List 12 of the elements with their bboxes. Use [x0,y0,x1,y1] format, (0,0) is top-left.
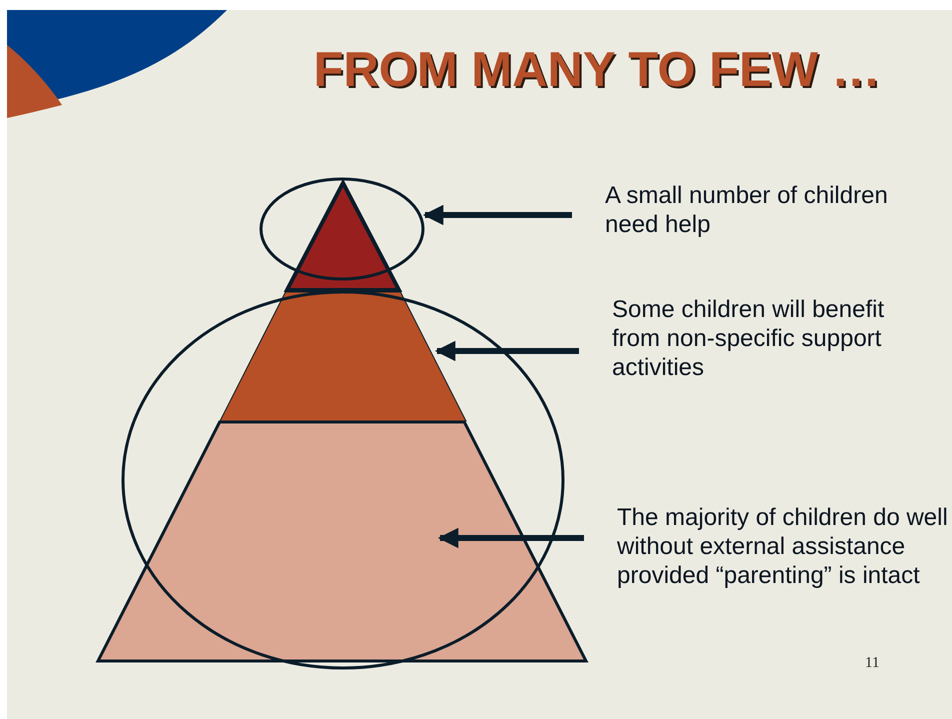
slide-title: FROM MANY TO FEW … [312,42,882,98]
arrow [422,204,572,226]
annotation-text: A small number of children need help [605,181,905,239]
highlight-ellipse [259,177,425,281]
arrow [438,528,584,548]
annotation-text: Some children will benefit from non-specific support activities [612,295,912,382]
pyramid-top-tier [284,180,402,291]
page-number: 11 [865,655,880,672]
arrow [434,340,579,362]
pyramid-tier [218,291,468,423]
annotation-text: The majority of children do well without external assistance provided “parenting” is intact [617,503,952,590]
pyramid-tier [96,421,588,663]
